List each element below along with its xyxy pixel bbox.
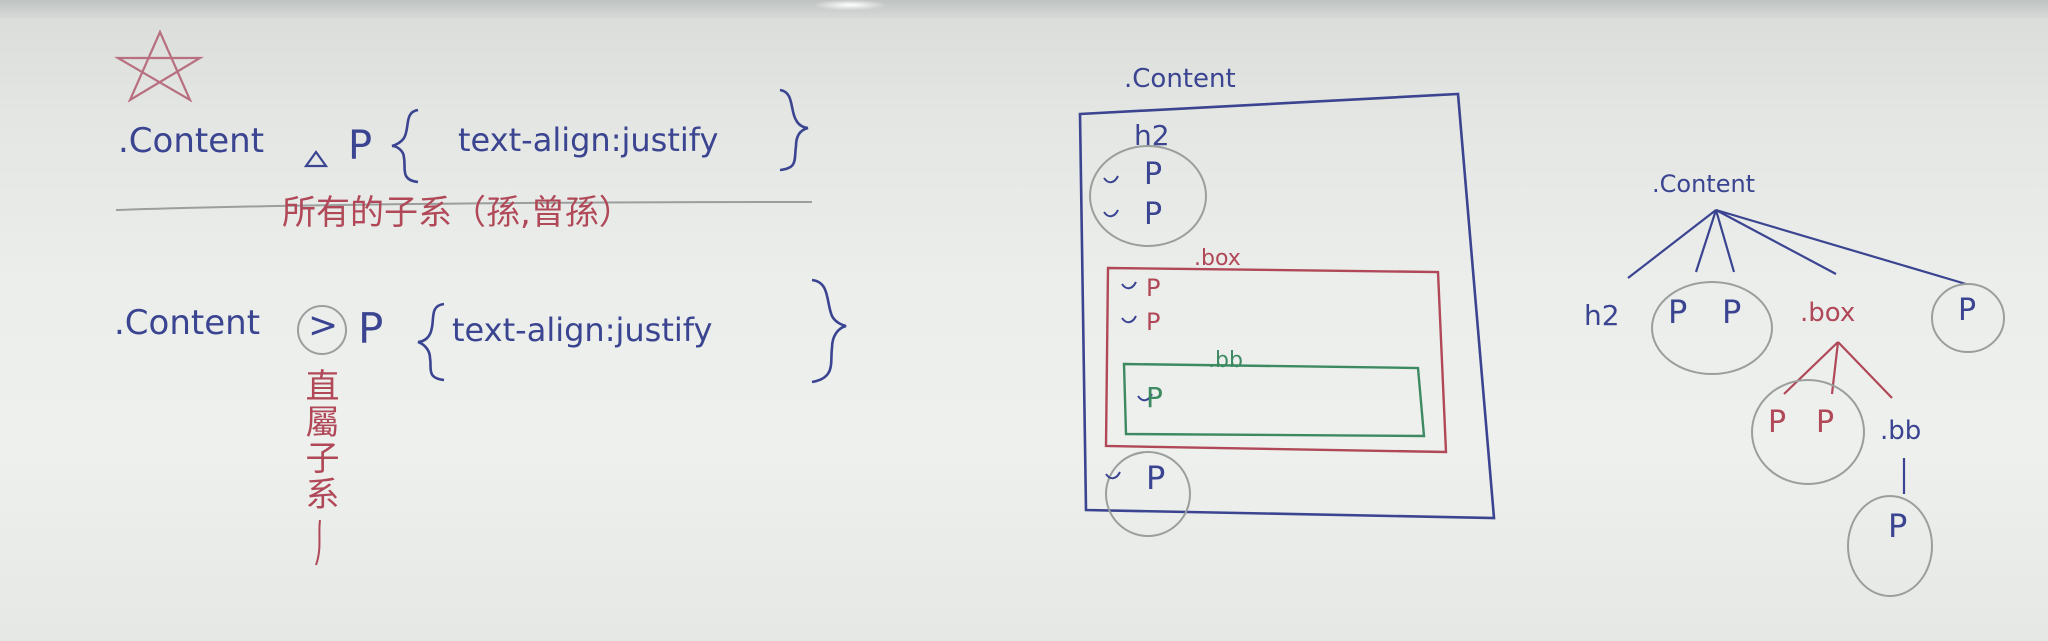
box-diagram-p1: P [1144,157,1163,192]
whiteboard-frame-top [0,0,2048,18]
tree-lines-box [1783,341,1893,399]
check-marks [1103,175,1153,480]
rule2-declaration: text-align:justify [452,311,713,349]
rule2-braces [417,278,847,384]
child-combinator-circle [297,305,347,355]
tree-p2: P [1722,293,1742,331]
rule1-selector: .Content [118,121,265,161]
box-diagram-title: .Content [1124,64,1236,94]
annotation-tail [315,519,321,566]
rule1-element: P [348,123,373,169]
tree-h2: h2 [1584,299,1620,332]
content-box-outline [1078,92,1496,520]
box-diagram-p2: P [1144,197,1163,232]
rule2-combinator: > [308,305,339,346]
box-diagram-h2: h2 [1134,119,1170,152]
tree-p1: P [1668,293,1688,331]
tree-box-p1: P [1768,405,1787,440]
box-diagram-box-p1: P [1146,274,1161,302]
light-glare [815,0,885,10]
tree-box: .box [1800,298,1856,328]
rule1-note: 所有的子系（孫,曾孫） [282,193,633,233]
tree-circles [1651,281,2005,597]
tree-box-p2: P [1816,405,1835,440]
box-diagram-bb-title: .bb [1208,348,1243,373]
box-diagram-box-p2: P [1146,308,1161,336]
rule2-selector: .Content [114,303,261,343]
star-doodle [113,29,204,103]
triangle-mark [303,150,329,168]
rule1-braces [391,88,809,184]
bb-outline [1122,362,1426,438]
rule1-underline [115,201,813,211]
rule2-note: 直屬子系 [299,368,339,512]
tree-bb-p: P [1888,507,1908,545]
box-diagram-last-p: P [1146,459,1166,497]
rule2-element: P [358,304,384,353]
last-p-circle [1105,451,1191,537]
p-group-circle [1089,145,1207,247]
rule1-declaration: text-align:justify [458,121,719,159]
tree-root: .Content [1652,170,1756,198]
box-diagram-bb-p: P [1146,381,1163,414]
tree-p-last: P [1958,293,1977,328]
tree-bb: .bb [1880,416,1922,446]
box-diagram-box-title: .box [1194,246,1241,271]
box-outline [1104,266,1448,454]
tree-lines-root [1627,208,1967,286]
